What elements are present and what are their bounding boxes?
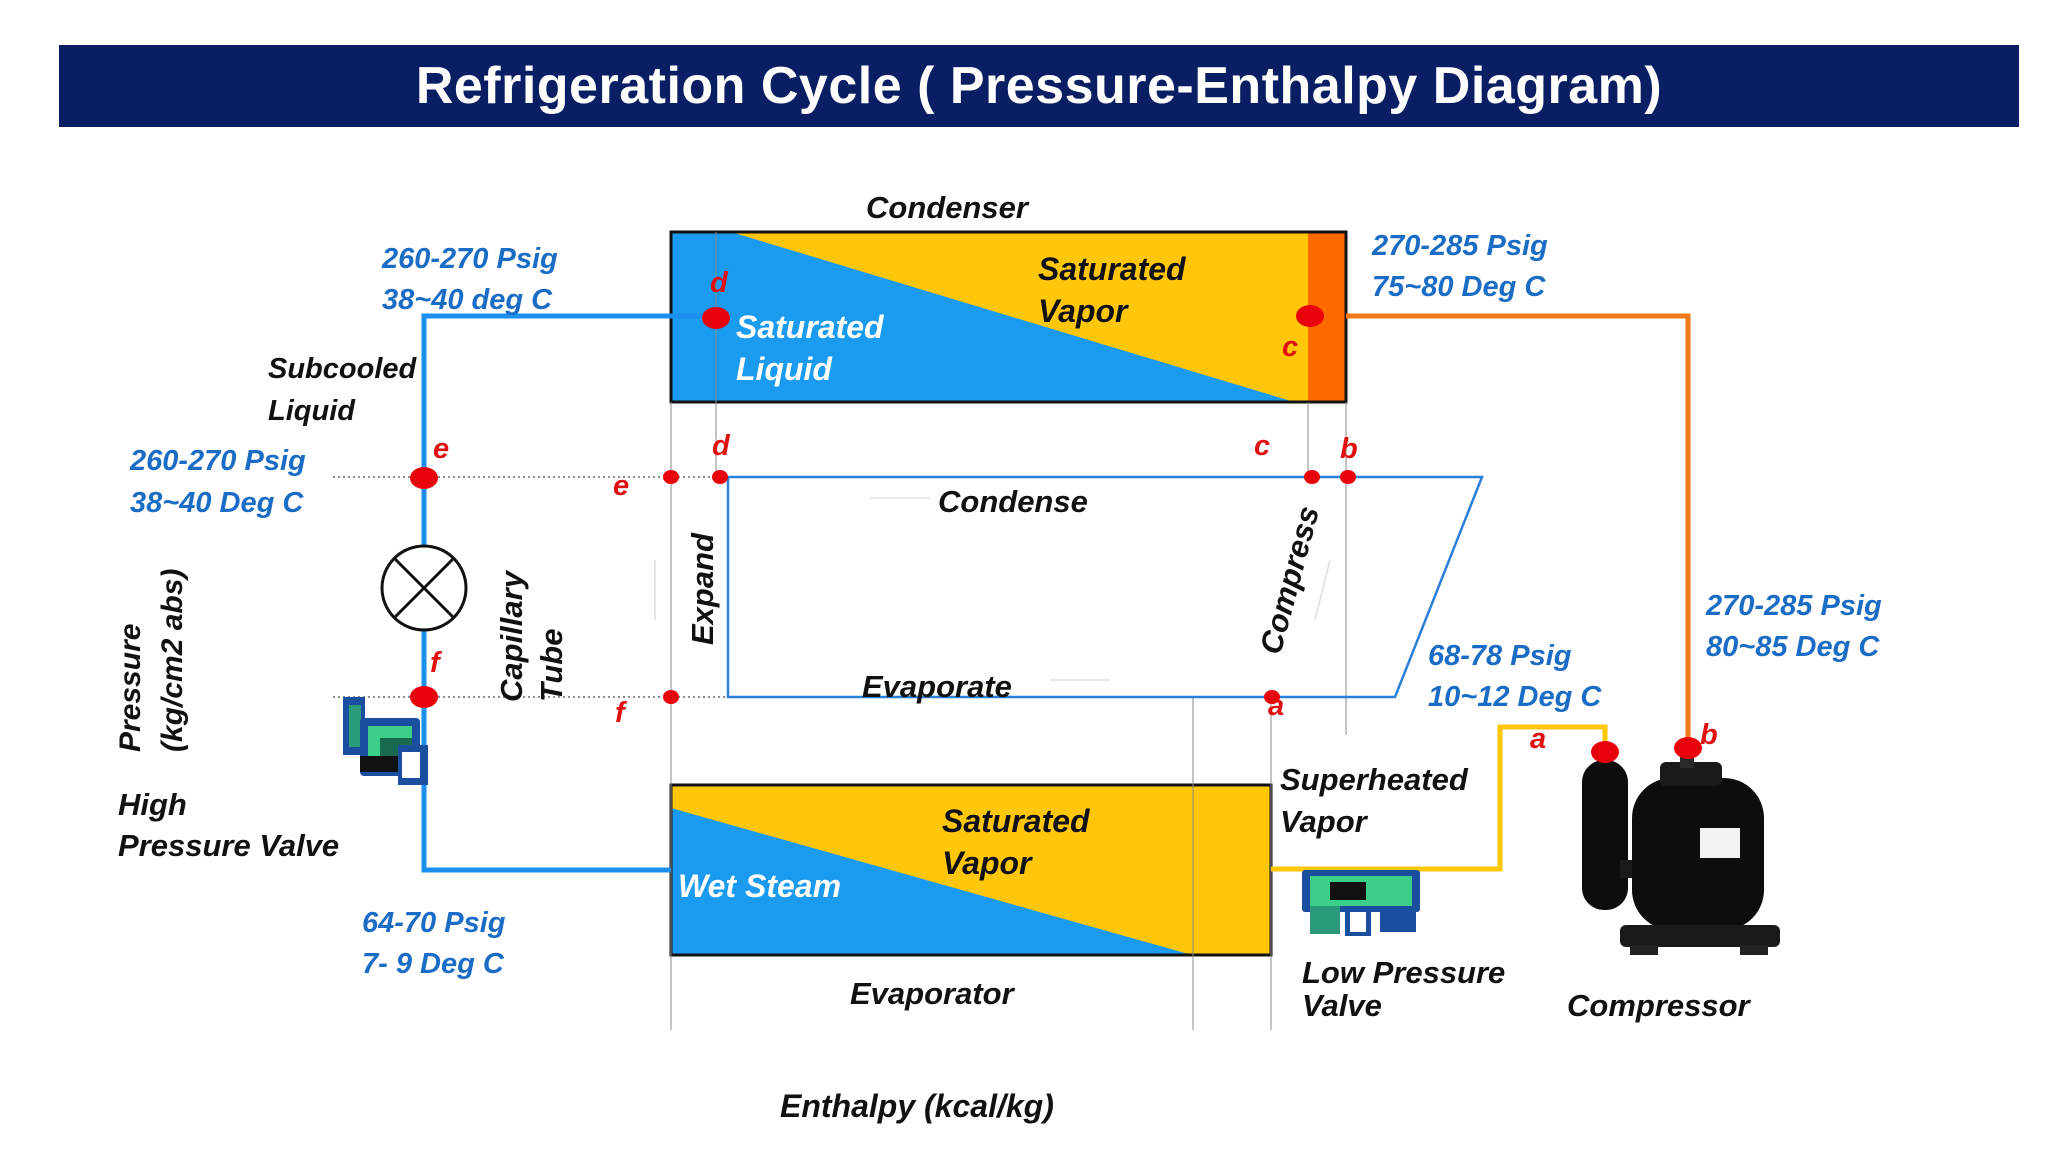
state-point-a-chart bbox=[1264, 690, 1280, 704]
condenser-label: Condenser bbox=[866, 190, 1030, 225]
capillary-tube-symbol bbox=[380, 544, 468, 632]
state-point-a-compressor bbox=[1591, 741, 1619, 763]
discharge-condition-2: 80~85 Deg C bbox=[1706, 631, 1880, 663]
y-axis-label-1: Pressure bbox=[114, 624, 147, 752]
compressor-label: Compressor bbox=[1567, 988, 1752, 1023]
suction-line-pipe bbox=[1271, 724, 1608, 872]
state-point-c-chart bbox=[1304, 470, 1320, 484]
state-point-b-compressor bbox=[1674, 737, 1702, 759]
state-letter-c-chart: c bbox=[1254, 430, 1270, 462]
compressor-body bbox=[1632, 778, 1764, 930]
condense-label: Condense bbox=[938, 484, 1088, 519]
superheated-label-1: Superheated bbox=[1280, 762, 1469, 797]
ph-cycle-outline bbox=[726, 475, 1484, 699]
superheated-label-2: Vapor bbox=[1280, 804, 1369, 839]
expand-label: Expand bbox=[685, 532, 720, 645]
evaporate-label: Evaporate bbox=[862, 669, 1012, 704]
suction-condition-2: 10~12 Deg C bbox=[1428, 681, 1602, 713]
condenser-outlet-condition-1: 260-270 Psig bbox=[381, 243, 558, 275]
condenser-inlet-condition-2: 75~80 Deg C bbox=[1372, 271, 1546, 303]
high-pressure-valve-icon bbox=[343, 697, 428, 785]
state-letter-e-pipe: e bbox=[433, 433, 449, 465]
state-letter-b-compressor: b bbox=[1700, 719, 1718, 751]
state-points bbox=[410, 305, 1702, 763]
subcooled-label-2: Liquid bbox=[268, 395, 356, 427]
evaporator-inlet-condition-1: 64-70 Psig bbox=[362, 907, 506, 939]
state-letter-c-condenser: c bbox=[1282, 331, 1298, 363]
condenser-vapor-label-2: Vapor bbox=[1038, 293, 1129, 329]
evaporator-box bbox=[669, 783, 1273, 957]
evaporator-wet-label: Wet Steam bbox=[678, 868, 841, 904]
condenser-outlet-condition-2: 38~40 deg C bbox=[382, 284, 553, 316]
compressor-label-plate bbox=[1700, 828, 1740, 858]
capillary-label-1: Capillary bbox=[494, 569, 529, 702]
evaporator-inlet-condition-2: 7- 9 Deg C bbox=[362, 948, 505, 980]
condenser-vapor-label-1: Saturated bbox=[1038, 251, 1187, 287]
low-pressure-valve-label-1: Low Pressure bbox=[1302, 955, 1505, 990]
compress-label: Compress bbox=[1253, 502, 1326, 658]
evaporator-vapor-label-1: Saturated bbox=[942, 803, 1091, 839]
evaporator-label: Evaporator bbox=[850, 976, 1016, 1011]
state-point-f-chart bbox=[663, 690, 679, 704]
state-letter-a-compressor: a bbox=[1530, 723, 1546, 755]
discharge-condition-1: 270-285 Psig bbox=[1705, 590, 1882, 622]
subcooled-label-1: Subcooled bbox=[268, 353, 418, 385]
valve-inlet-condition-1: 260-270 Psig bbox=[129, 445, 306, 477]
process-arrows bbox=[654, 497, 1331, 681]
state-point-e-pipe bbox=[410, 467, 438, 489]
low-pressure-valve-icon bbox=[1302, 870, 1420, 936]
evaporator-vapor-label-2: Vapor bbox=[942, 845, 1033, 881]
compressor-accumulator bbox=[1582, 760, 1628, 910]
state-letter-b-chart: b bbox=[1340, 433, 1358, 465]
state-letter-f-chart: f bbox=[615, 697, 628, 729]
pressure-guide-lines bbox=[333, 476, 1300, 698]
state-point-c-condenser bbox=[1296, 305, 1324, 327]
state-point-b-chart bbox=[1340, 470, 1356, 484]
state-letter-a-chart: a bbox=[1268, 690, 1284, 722]
state-point-e-chart bbox=[663, 470, 679, 484]
condenser-liquid-label-1: Saturated bbox=[736, 309, 885, 345]
page-title: Refrigeration Cycle ( Pressure-Enthalpy … bbox=[415, 57, 1663, 115]
valve-inlet-condition-2: 38~40 Deg C bbox=[130, 487, 304, 519]
discharge-line-pipe bbox=[1346, 313, 1691, 748]
compressor-icon bbox=[1582, 748, 1780, 955]
state-letter-d-chart: d bbox=[712, 430, 731, 462]
low-pressure-valve-label-2: Valve bbox=[1302, 988, 1382, 1023]
title-bar: Refrigeration Cycle ( Pressure-Enthalpy … bbox=[59, 45, 2019, 127]
high-pressure-valve-label-2: Pressure Valve bbox=[118, 828, 339, 863]
state-letter-d-condenser: d bbox=[710, 267, 729, 299]
state-point-f-pipe bbox=[410, 686, 438, 708]
condenser-liquid-region bbox=[671, 232, 1294, 402]
evaporator-wet-region bbox=[671, 808, 1192, 955]
condenser-liquid-label-2: Liquid bbox=[736, 351, 833, 387]
state-letter-f-pipe: f bbox=[430, 647, 443, 679]
state-point-d-condenser bbox=[702, 307, 730, 329]
y-axis-label-2: (kg/cm2 abs) bbox=[156, 569, 189, 752]
condenser-inlet-condition-1: 270-285 Psig bbox=[1371, 230, 1548, 262]
state-letter-e-chart: e bbox=[613, 470, 629, 502]
capillary-label-2: Tube bbox=[534, 629, 569, 703]
suction-condition-1: 68-78 Psig bbox=[1428, 640, 1572, 672]
guide-lines bbox=[670, 232, 1347, 1030]
high-pressure-valve-label-1: High bbox=[118, 787, 187, 822]
state-point-d-chart bbox=[712, 470, 728, 484]
x-axis-label: Enthalpy (kcal/kg) bbox=[780, 1088, 1054, 1124]
